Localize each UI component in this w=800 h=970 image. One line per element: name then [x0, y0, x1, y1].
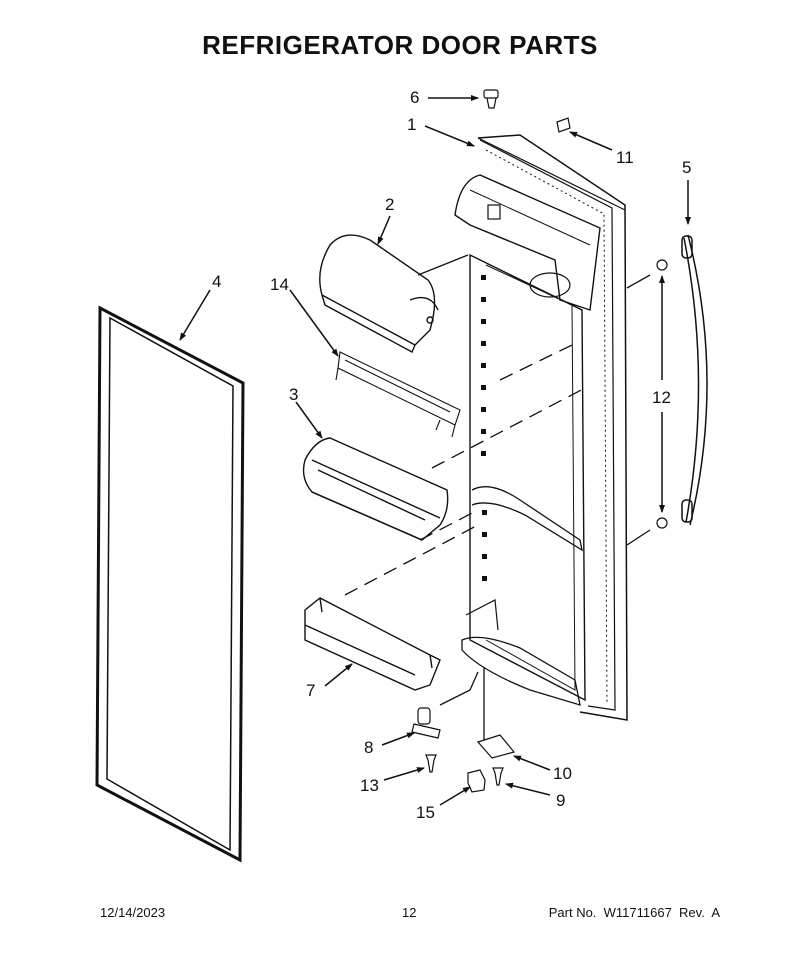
callout-14: 14	[270, 275, 289, 294]
footer-date: 12/14/2023	[100, 905, 166, 920]
leader-lines	[179, 95, 691, 806]
callout-4: 4	[212, 272, 221, 291]
assembly-lines	[344, 254, 651, 740]
footer-page-number: 12	[402, 905, 417, 920]
callout-9: 9	[556, 791, 565, 810]
callout-10: 10	[553, 764, 572, 783]
hinge-plate-screw	[492, 767, 504, 786]
callout-11: 11	[616, 148, 634, 167]
hinge-screw	[425, 754, 437, 773]
door-handle	[681, 234, 708, 526]
dairy-bin	[319, 234, 439, 353]
door-plug	[483, 89, 499, 109]
callout-1: 1	[407, 115, 416, 134]
callout-8: 8	[364, 738, 373, 757]
bottom-hinge-plate	[476, 734, 516, 759]
callout-12: 12	[652, 388, 671, 407]
door-bin	[302, 437, 449, 541]
lower-door-bin	[304, 597, 441, 691]
callout-2: 2	[385, 195, 394, 214]
door-stop	[467, 769, 486, 793]
callout-7: 7	[306, 681, 315, 700]
callout-15: 15	[416, 803, 435, 822]
callout-13: 13	[360, 776, 379, 795]
page-title: REFRIGERATOR DOOR PARTS	[202, 30, 598, 60]
callout-3: 3	[289, 385, 298, 404]
door-label	[556, 117, 571, 133]
wire-rack	[335, 351, 461, 438]
footer-part-number: Part No. W11711667 Rev. A	[548, 905, 720, 920]
callout-6: 6	[410, 88, 419, 107]
door-gasket	[95, 305, 245, 863]
callout-5: 5	[682, 158, 691, 177]
hinge-bracket	[411, 707, 441, 739]
door-liner	[454, 134, 628, 721]
handle-screw	[656, 259, 668, 529]
